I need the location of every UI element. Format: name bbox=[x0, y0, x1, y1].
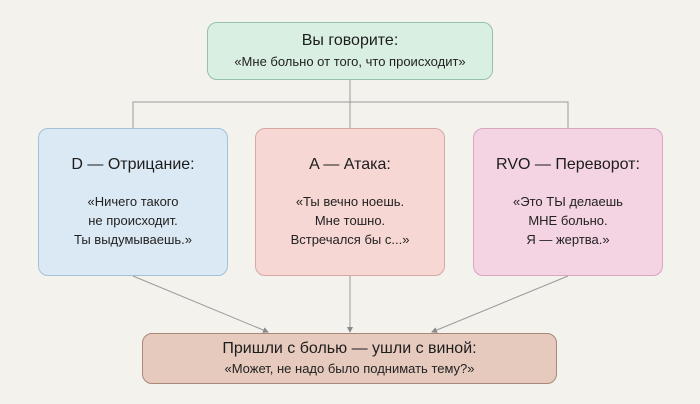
denial-box: D — Отрицание: «Ничего такого не происхо… bbox=[38, 128, 228, 276]
statement-box: Вы говорите: «Мне больно от того, что пр… bbox=[207, 22, 493, 80]
statement-title: Вы говорите: bbox=[301, 31, 399, 49]
arrow-rvo bbox=[431, 275, 569, 333]
reversal-box: RVO — Переворот: «Это ТЫ делаешь МНЕ бол… bbox=[473, 128, 663, 276]
connector-top bbox=[132, 80, 569, 128]
denial-title: D — Отрицание: bbox=[71, 155, 195, 173]
reversal-title: RVO — Переворот: bbox=[496, 155, 640, 173]
arrow-d bbox=[132, 275, 269, 333]
result-title: Пришли с болью — ушли с виной: bbox=[222, 339, 477, 357]
reversal-quote: «Это ТЫ делаешь МНЕ больно. Я — жертва.» bbox=[513, 193, 623, 247]
attack-quote: «Ты вечно ноешь. Мне тошно. Встречался б… bbox=[290, 193, 410, 247]
result-quote: «Может, не надо было поднимать тему?» bbox=[224, 360, 475, 376]
statement-quote: «Мне больно от того, что происходит» bbox=[234, 53, 466, 69]
denial-quote: «Ничего такого не происходит. Ты выдумыв… bbox=[73, 193, 193, 247]
result-box: Пришли с болью — ушли с виной: «Может, н… bbox=[142, 333, 557, 384]
attack-box: A — Атака: «Ты вечно ноешь. Мне тошно. В… bbox=[255, 128, 445, 276]
attack-title: A — Атака: bbox=[309, 155, 391, 173]
